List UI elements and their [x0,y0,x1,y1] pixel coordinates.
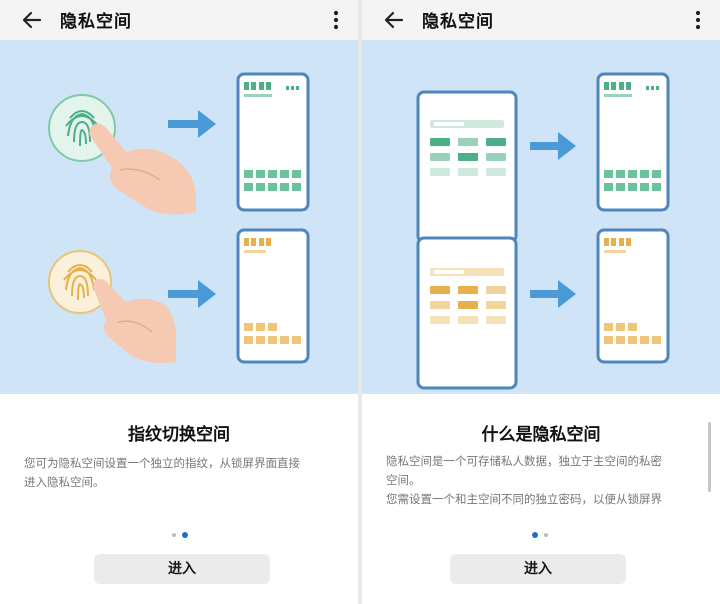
fingerprint-illustration [0,40,358,394]
enter-button[interactable]: 进入 [450,554,626,584]
page-dot-active [182,532,188,538]
hand-icon [93,278,177,364]
onboarding-panel-what-is: 隐私空间 [362,0,720,604]
description-line: 您可为隐私空间设置一个独立的指纹，从锁屏界面直接 [24,456,300,470]
heading: 什么是隐私空间 [481,425,601,445]
app-bar: 隐私空间 [0,0,358,40]
arrow-right-icon [530,132,576,160]
page-title: 隐私空间 [60,12,132,32]
heading: 指纹切换空间 [128,425,230,445]
fingerprint-orange-icon [48,250,112,314]
description: 您可为隐私空间设置一个独立的指纹，从锁屏界面直接 进入隐私空间。 [24,454,336,492]
description: 隐私空间是一个可存储私人数据，独立于主空间的私密 空间。 您需设置一个和主空间不… [386,452,698,509]
page-title: 隐私空间 [422,12,494,32]
onboarding-panel-fingerprint: 隐私空间 [0,0,358,604]
phone-green-password-icon [416,90,518,244]
page-dot-inactive [172,533,176,537]
more-vertical-icon[interactable] [688,7,708,33]
description-line: 隐私空间是一个可存储私人数据，独立于主空间的私密 [386,454,662,468]
description-line: 您需设置一个和主空间不同的独立密码，以便从锁屏界 [386,492,662,506]
more-vertical-icon[interactable] [326,7,346,33]
phone-orange-password-icon [416,236,518,390]
arrow-right-icon [168,110,216,138]
phone-green-icon [596,72,670,212]
enter-button[interactable]: 进入 [94,554,270,584]
arrow-left-icon[interactable] [380,6,408,34]
arrow-right-icon [530,280,576,308]
arrow-left-icon[interactable] [18,6,46,34]
description-line: 空间。 [386,473,421,487]
page-dot-active [532,532,538,538]
phone-orange-icon [236,228,310,364]
phone-orange-icon [596,228,670,364]
description-line: 进入隐私空间。 [24,475,105,489]
app-bar: 隐私空间 [362,0,720,40]
arrow-right-icon [168,280,216,308]
scrollbar[interactable] [708,422,711,492]
private-space-illustration [362,40,720,394]
page-dot-inactive [544,533,548,537]
hand-icon [89,123,196,215]
phone-green-icon [236,72,310,212]
